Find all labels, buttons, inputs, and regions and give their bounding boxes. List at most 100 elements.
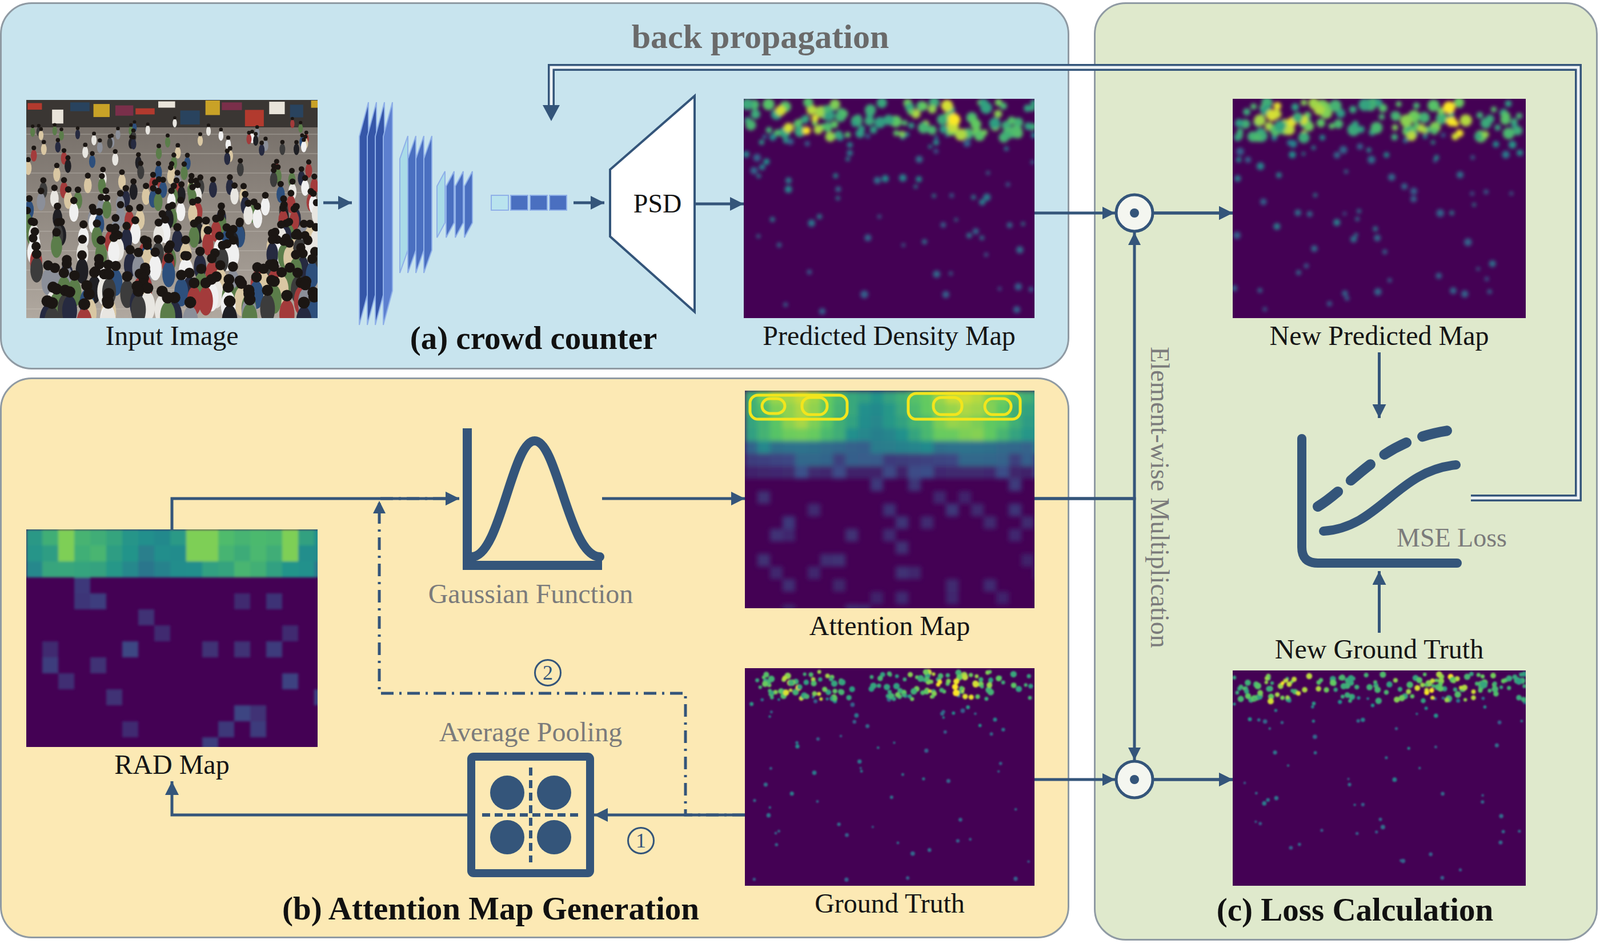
density-blob <box>1273 222 1281 230</box>
density-blob <box>804 694 810 700</box>
person-head <box>167 165 174 171</box>
connector <box>171 781 468 816</box>
gaussian-axis <box>467 428 603 566</box>
person-head <box>219 127 224 132</box>
rad-cell <box>90 593 107 610</box>
person-head <box>102 187 110 195</box>
rad-cell <box>170 545 187 562</box>
person-head <box>122 221 131 230</box>
attention-cell <box>845 453 858 467</box>
person-body <box>230 187 239 205</box>
person-head <box>294 139 299 145</box>
attention-cell <box>832 453 846 467</box>
rad-map-picture <box>26 529 318 748</box>
density-blob <box>1253 133 1262 142</box>
density-blob <box>752 153 761 162</box>
attention-cell <box>920 453 934 467</box>
person-head <box>155 161 162 167</box>
attention-cell <box>920 415 934 429</box>
person-head <box>200 277 212 289</box>
person-body <box>237 162 244 176</box>
density-blob <box>1355 217 1360 222</box>
attention-cell <box>832 428 846 441</box>
density-blob <box>851 115 863 127</box>
density-blob <box>825 697 829 701</box>
density-blob <box>960 708 965 714</box>
person-head <box>269 275 280 287</box>
person-head <box>131 216 140 225</box>
density-blob <box>846 150 853 157</box>
density-blob <box>774 843 779 847</box>
density-blob <box>1436 209 1445 218</box>
rad-cell <box>282 625 299 642</box>
density-blob <box>995 675 1002 682</box>
attention-cell <box>945 440 959 454</box>
density-blob <box>1430 678 1435 684</box>
density-blob <box>762 680 769 688</box>
density-blob <box>1007 116 1016 125</box>
density-blob <box>1414 685 1421 692</box>
density-blob <box>1339 145 1348 154</box>
attention-cell <box>770 528 783 542</box>
density-blob <box>816 214 822 220</box>
person-body <box>69 202 79 222</box>
attention-cell <box>807 453 821 467</box>
junction-arrowhead <box>1102 773 1116 787</box>
attention-cell <box>1008 528 1022 542</box>
attention-cell <box>996 591 1009 605</box>
junction-arrowhead <box>373 500 386 514</box>
density-blob <box>1458 686 1463 690</box>
person-head <box>277 181 284 188</box>
density-blob <box>876 746 880 749</box>
attention-cell <box>807 415 821 429</box>
attention-cell <box>770 415 783 429</box>
density-blob <box>1516 695 1522 701</box>
person-body <box>253 135 259 146</box>
text-anchor: MSE Loss <box>1396 522 1507 553</box>
density-blob <box>1250 695 1258 702</box>
rad-cell <box>314 561 318 578</box>
rad-cell <box>282 673 299 690</box>
density-blob <box>945 673 950 679</box>
density-blob <box>1257 718 1261 723</box>
density-blob <box>974 674 979 679</box>
density-blob <box>756 173 761 179</box>
density-blob <box>932 194 937 199</box>
attention-cell <box>958 415 972 429</box>
density-blob <box>940 222 946 228</box>
attention-cell <box>820 554 833 567</box>
density-blob <box>1441 133 1446 138</box>
person-head <box>83 288 95 300</box>
density-blob <box>1289 139 1297 148</box>
density-blob <box>910 851 916 857</box>
person-body <box>30 127 35 138</box>
rad-cell <box>106 529 123 546</box>
density-blob <box>787 679 795 687</box>
person-body <box>75 129 80 139</box>
density-blob <box>984 696 989 701</box>
density-blob <box>1424 683 1429 688</box>
density-blob <box>1015 686 1022 693</box>
person-body <box>132 122 138 132</box>
density-blob <box>1027 674 1032 679</box>
density-blob <box>844 833 849 838</box>
attention-cell <box>983 415 997 429</box>
attention-cell <box>870 478 884 492</box>
density-blob <box>1434 155 1440 161</box>
person-head <box>51 184 58 191</box>
density-blob <box>1237 695 1245 703</box>
density-blob <box>768 806 772 809</box>
attention-cell <box>958 453 972 467</box>
person-body <box>89 154 96 168</box>
density-blob <box>1236 147 1245 156</box>
person-head <box>235 219 244 228</box>
attention-cell <box>757 415 771 429</box>
rad-cell <box>26 529 43 546</box>
input-image: Input Image <box>26 99 318 353</box>
density-blob <box>1028 683 1033 689</box>
density-blob <box>1014 808 1017 811</box>
density-blob <box>1004 146 1009 151</box>
person-head <box>206 123 211 127</box>
density-blob <box>895 674 900 679</box>
